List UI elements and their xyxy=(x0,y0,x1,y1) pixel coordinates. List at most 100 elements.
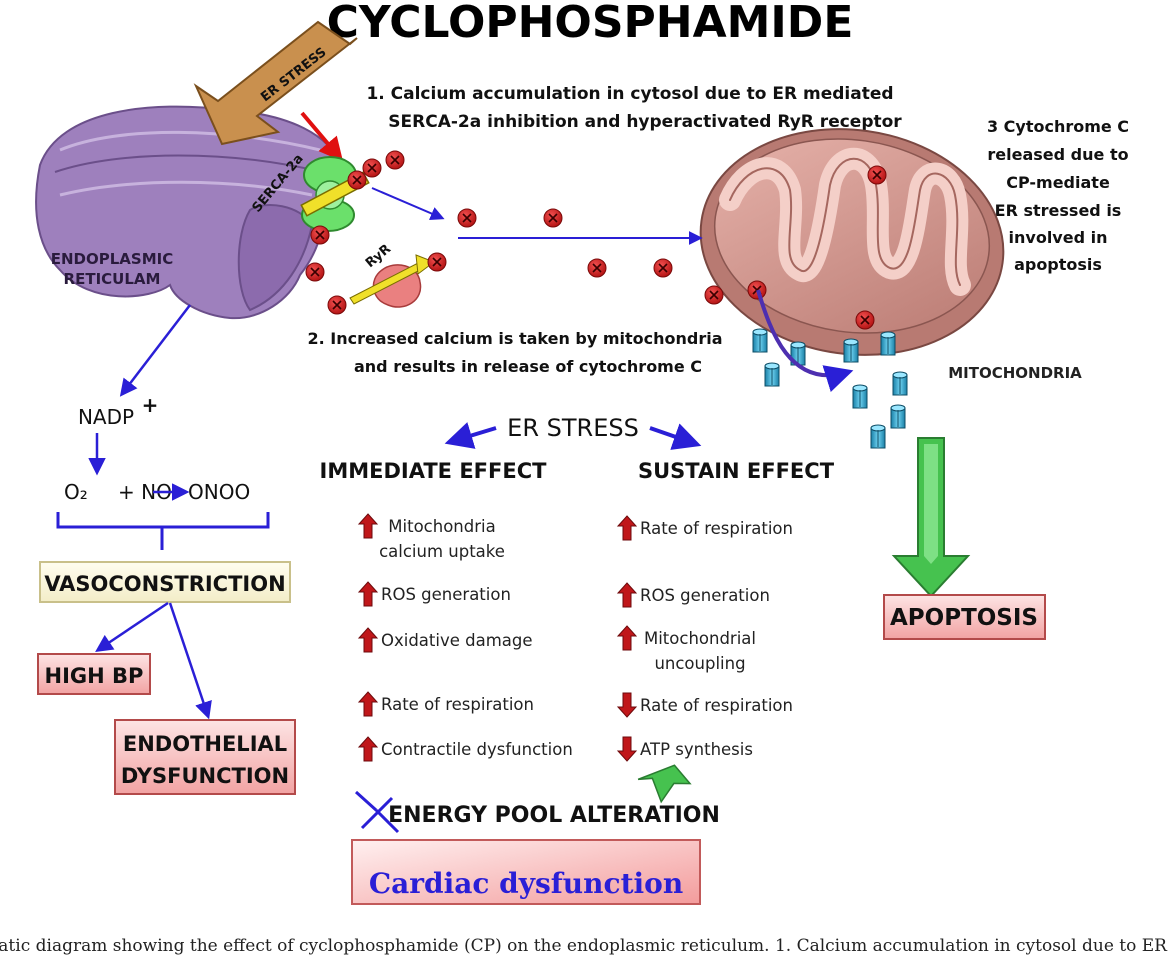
calcium-ion xyxy=(855,310,875,330)
calcium-ion xyxy=(362,158,382,178)
flow-arrow-serca xyxy=(371,187,445,221)
increase-arrow-icon xyxy=(357,691,379,717)
effect-item-label: Contractile dysfunction xyxy=(381,740,573,759)
step1-line1: 1. Calcium accumulation in cytosol due t… xyxy=(366,84,893,104)
effect-item-label: Oxidative damage xyxy=(381,631,533,650)
endoplasmic-reticulum: ENDOPLASMIC RETICULAM xyxy=(35,105,342,320)
calcium-ion xyxy=(653,258,673,278)
to-immediate-arrow xyxy=(444,422,497,449)
ryr-receptor: RyR xyxy=(349,242,436,308)
effect-item: Rate of respiration xyxy=(616,692,793,718)
effect-item-label: Mitochondrial xyxy=(644,629,756,648)
reaction-onoo: ONOO xyxy=(188,480,250,504)
step3-line1: 3 Cytochrome C xyxy=(987,117,1129,136)
step3-line4: ER stressed is xyxy=(995,201,1122,220)
endothelial-line1: ENDOTHELIAL xyxy=(123,732,287,756)
step3-line3: CP-mediate xyxy=(1006,173,1110,192)
cytochrome-c-cylinder xyxy=(752,328,768,353)
effect-item-label: Rate of respiration xyxy=(640,519,793,538)
effect-item: ROS generation xyxy=(357,581,511,607)
endothelial-line2: DYSFUNCTION xyxy=(121,764,289,788)
er-label-line2: RETICULAM xyxy=(64,270,161,288)
effect-item: ATP synthesis xyxy=(616,736,753,762)
to-highbp-arrow xyxy=(95,601,169,652)
calcium-ion xyxy=(867,165,887,185)
apoptosis-arrow xyxy=(891,437,971,598)
calcium-ion xyxy=(347,170,367,190)
effect-item-label-line2: calcium uptake xyxy=(379,542,505,561)
calcium-ion xyxy=(327,295,347,315)
effect-item-label: Rate of respiration xyxy=(381,695,534,714)
vasoconstriction-box xyxy=(39,561,291,603)
to-endothelial-arrow xyxy=(168,602,212,720)
er-stress-center: ER STRESS xyxy=(507,414,639,442)
calcium-ion xyxy=(587,258,607,278)
apoptosis-box xyxy=(883,594,1046,640)
effect-item: Mitochondrial uncoupling xyxy=(616,625,756,673)
cytochrome-c-cylinder xyxy=(890,404,906,429)
cytochrome-c-cylinder xyxy=(870,424,886,449)
increase-arrow-icon xyxy=(616,625,638,651)
apoptosis-label: APOPTOSIS xyxy=(890,605,1038,631)
step2-line1: 2. Increased calcium is taken by mitocho… xyxy=(307,329,722,348)
endothelial-box xyxy=(114,719,296,795)
cytochrome-c-cylinder xyxy=(764,362,780,387)
reaction-bracket xyxy=(56,512,270,550)
nadp-superscript: + xyxy=(142,393,159,417)
cardiac-box xyxy=(351,839,701,905)
mitochondria-label: MITOCHONDRIA xyxy=(948,364,1082,382)
effect-item: Rate of respiration xyxy=(616,515,793,541)
figure-caption: Schematic diagram showing the effect of … xyxy=(0,936,1168,956)
calcium-ion xyxy=(427,252,447,272)
sustain-header: SUSTAIN EFFECT xyxy=(638,459,835,483)
calcium-ion xyxy=(543,208,563,228)
calcium-ion xyxy=(747,280,767,300)
increase-arrow-icon xyxy=(357,581,379,607)
high-bp-label: HIGH BP xyxy=(45,664,144,688)
cytochrome-c-cylinder xyxy=(843,338,859,363)
cytochrome-c-cylinder xyxy=(852,384,868,409)
decrease-arrow-icon xyxy=(616,692,638,718)
mitochondria xyxy=(699,128,1005,356)
decrease-arrow-icon xyxy=(616,736,638,762)
er-label-line1: ENDOPLASMIC xyxy=(51,250,173,268)
increase-arrow-icon xyxy=(357,627,379,653)
effect-item-label: ROS generation xyxy=(640,586,770,605)
calcium-ion xyxy=(310,225,330,245)
step2-line2: and results in release of cytochrome C xyxy=(354,357,702,376)
cytochrome-c-cylinder xyxy=(880,331,896,356)
cardiac-label: Cardiac dysfunction xyxy=(369,867,683,900)
increase-arrow-icon xyxy=(357,736,379,762)
high-bp-box xyxy=(37,653,151,695)
effect-item-label: ATP synthesis xyxy=(640,740,753,759)
red-arrow xyxy=(300,111,344,162)
increase-arrow-icon xyxy=(616,582,638,608)
cytochrome-release-arrow xyxy=(756,289,854,392)
calcium-ion xyxy=(305,262,325,282)
vasoconstriction-label: VASOCONSTRICTION xyxy=(44,572,285,596)
er-to-nadp-arrow xyxy=(119,304,191,397)
page-title: CYCLOPHOSPHAMIDE xyxy=(327,0,854,48)
effect-item-label: Mitochondria xyxy=(388,517,495,536)
effect-item: Oxidative damage xyxy=(357,627,533,653)
effect-item-label: Rate of respiration xyxy=(640,696,793,715)
calcium-ion xyxy=(704,285,724,305)
calcium-ion xyxy=(457,208,477,228)
inhibition-bar xyxy=(354,790,400,834)
effect-item-label: ROS generation xyxy=(381,585,511,604)
step3-line2: released due to xyxy=(987,145,1128,164)
increase-arrow-icon xyxy=(357,513,379,539)
energy-green-arrow xyxy=(637,764,692,804)
increase-arrow-icon xyxy=(616,515,638,541)
cytochrome-c-cylinder xyxy=(892,371,908,396)
effect-item-label-line2: uncoupling xyxy=(654,654,745,673)
calcium-ions xyxy=(305,150,887,330)
effect-item: Mitochondria calcium uptake xyxy=(357,513,505,561)
effect-item: Rate of respiration xyxy=(357,691,534,717)
effect-item: Contractile dysfunction xyxy=(357,736,573,762)
step3-line6: apoptosis xyxy=(1014,255,1102,274)
reaction-o2: O₂ xyxy=(64,480,88,504)
